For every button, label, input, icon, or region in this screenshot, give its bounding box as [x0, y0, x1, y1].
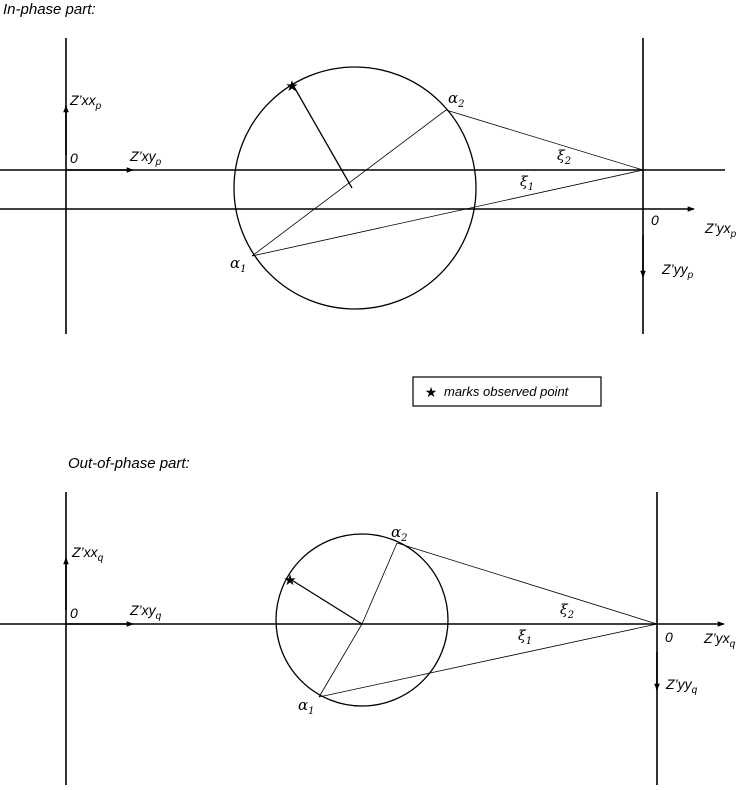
- xi1-line-q: [318, 623, 658, 698]
- xi2-line: [445, 109, 644, 171]
- alpha2-radius-line: [361, 542, 398, 625]
- observed-point-star-icon-q: ★: [283, 571, 296, 589]
- out-of-phase-panel: Out-of-phase part: ★ 0 0 Z’xxq Z’xyq Z’y…: [0, 455, 736, 785]
- zxx-axis-label-q: Z’xxq: [71, 544, 104, 564]
- alpha2-label: α2: [448, 89, 465, 110]
- out-of-phase-title: Out-of-phase part:: [68, 455, 190, 472]
- zxx-axis-label: Z’xxp: [69, 92, 102, 112]
- alpha1-radius-line: [318, 623, 363, 698]
- observed-point-radius-q: [289, 578, 363, 625]
- xi1-label-q: ξ1: [518, 628, 532, 647]
- xi1-line: [251, 169, 644, 257]
- legend-text: marks observed point: [444, 384, 570, 399]
- in-phase-title: In-phase part:: [3, 1, 96, 18]
- legend-frame: [412, 376, 602, 407]
- xi1-label: ξ1: [520, 174, 534, 193]
- zero-left-label-q: 0: [70, 605, 78, 621]
- zero-right-label: 0: [651, 212, 659, 228]
- xi2-line-q: [396, 542, 658, 625]
- mohr-circle-out-of-phase: [275, 533, 449, 707]
- zyx-axis-label: Z’yxp: [704, 220, 737, 240]
- alpha1-label: α1: [230, 254, 247, 275]
- in-phase-panel: In-phase part: ★ 0 0 Z’xxp Z’xyp Z’yxp Z…: [0, 1, 737, 334]
- mohr-circle-in-phase: [233, 66, 477, 310]
- alpha1-label-q: α1: [298, 696, 315, 717]
- xi2-label-q: ξ2: [560, 602, 574, 621]
- observed-point-star-icon: ★: [285, 77, 298, 95]
- zyy-axis-label-q: Z’yyq: [665, 676, 698, 696]
- zyx-axis-label-q: Z’yxq: [703, 630, 736, 650]
- zxy-axis-label: Z’xyp: [129, 148, 162, 168]
- alpha2-label-q: α2: [391, 523, 408, 544]
- observed-point-radius: [292, 84, 353, 189]
- legend-star-icon: ★: [425, 385, 438, 401]
- zxy-axis-label-q: Z’xyq: [129, 602, 162, 622]
- legend-box: ★ marks observed point: [412, 376, 602, 407]
- zero-left-label: 0: [70, 150, 78, 166]
- xi2-label: ξ2: [557, 148, 571, 167]
- zyy-axis-label: Z’yyp: [661, 261, 694, 281]
- zero-right-label-q: 0: [665, 629, 673, 645]
